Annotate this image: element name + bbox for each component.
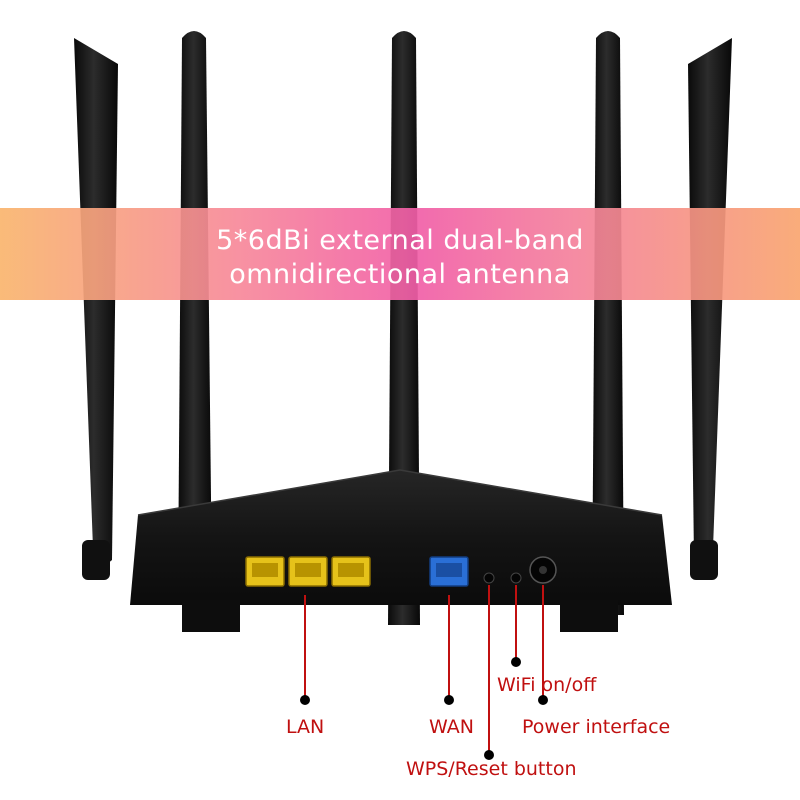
lan-port-2 xyxy=(288,556,328,587)
antenna-banner-text: 5*6dBi external dual-band omnidirectiona… xyxy=(0,224,800,292)
wps-reset-label: WPS/Reset button xyxy=(406,758,577,780)
power-leader-dot xyxy=(538,695,548,705)
antenna-right-outer xyxy=(688,38,732,580)
lan-port-1 xyxy=(245,556,285,587)
banner-line-2: omnidirectional antenna xyxy=(229,259,571,290)
power-label: Power interface xyxy=(522,716,671,738)
wifi-leader-dot xyxy=(511,657,521,667)
wifi-switch-hole xyxy=(510,572,522,584)
antenna-banner xyxy=(0,208,800,300)
lan-leader-dot xyxy=(300,695,310,705)
lan-label: LAN xyxy=(286,716,325,738)
antenna-left-outer xyxy=(74,38,118,580)
wan-port xyxy=(429,556,469,587)
banner-line-1: 5*6dBi external dual-band xyxy=(216,225,584,256)
wps-reset-button-hole xyxy=(483,572,495,584)
antenna-left-inner xyxy=(178,31,212,590)
power-jack xyxy=(529,556,557,584)
wan-label: WAN xyxy=(429,716,474,738)
wps-leader-dot xyxy=(484,750,494,760)
wifi-label: WiFi on/off xyxy=(497,674,597,696)
wan-leader-dot xyxy=(444,695,454,705)
antenna-right-inner xyxy=(592,31,624,615)
lan-port-3 xyxy=(331,556,371,587)
